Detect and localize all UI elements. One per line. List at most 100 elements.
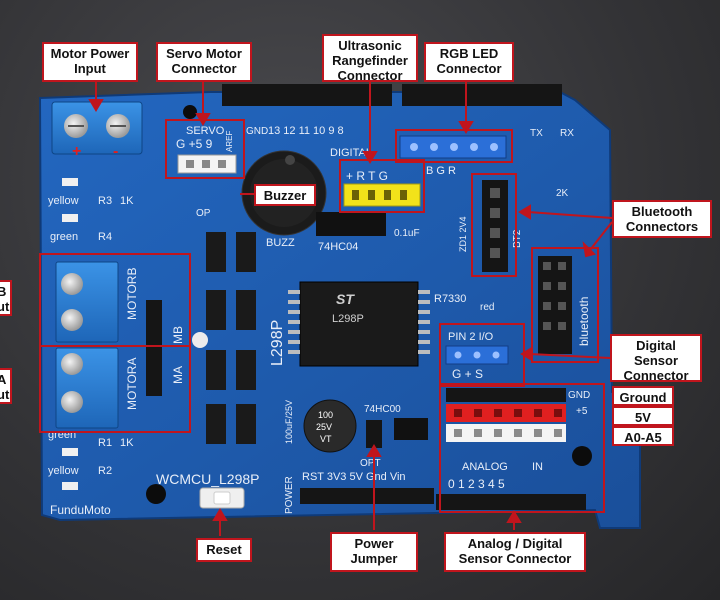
board-detail <box>531 247 599 363</box>
motor-a-label: MOTORA <box>125 358 139 410</box>
board-detail <box>454 409 462 417</box>
board-detail <box>490 143 498 151</box>
one-k-label: 1K <box>120 195 134 207</box>
opt-label: OPT <box>360 458 381 469</box>
led-green-bottom-label: green <box>48 429 76 441</box>
callout-reset: Reset <box>196 538 252 562</box>
analog-numbers: 0 1 2 3 4 5 <box>448 477 505 491</box>
rx-label: RX <box>560 128 574 139</box>
brand-label: FunduMoto <box>50 503 111 517</box>
mount-hole-top <box>183 105 197 119</box>
board-name: WCMCU_L298P <box>156 471 259 487</box>
board-detail <box>39 345 191 433</box>
board-detail <box>288 340 300 344</box>
board-detail <box>494 409 502 417</box>
board-detail <box>195 113 211 126</box>
callout-analog-digital-sensor-connector: Analog / Digital Sensor Connector <box>444 532 586 572</box>
board-detail <box>55 261 119 343</box>
board-detail <box>520 346 533 362</box>
board-detail <box>418 340 430 344</box>
board-detail <box>61 353 83 375</box>
r4-label: R4 <box>98 231 112 243</box>
board-detail <box>534 429 542 437</box>
board-detail <box>410 143 418 151</box>
callout-motor-b-input: B ut <box>0 280 12 316</box>
mb-label: MB <box>171 326 185 344</box>
board-detail <box>206 232 226 272</box>
board-detail <box>558 302 566 310</box>
board-detail <box>400 190 407 200</box>
board-detail <box>288 330 300 334</box>
analog-label: ANALOG <box>462 461 508 473</box>
board-detail <box>446 424 566 442</box>
gnd-pin-label: GND <box>568 390 590 401</box>
board-detail <box>490 248 500 258</box>
board-detail <box>439 383 605 513</box>
mount-hole-bottom <box>146 484 166 504</box>
board-detail <box>558 282 566 290</box>
buzz-label: BUZZ <box>266 237 295 249</box>
l298p-label: L298P <box>269 320 286 366</box>
bluetooth-label: bluetooth <box>577 297 591 346</box>
ic-74hc04-label: 74HC04 <box>318 241 358 253</box>
callout-motor-a-input: A ut <box>0 368 12 404</box>
board-detail <box>527 211 613 219</box>
power-header <box>300 488 434 504</box>
board-detail <box>288 290 430 354</box>
board-detail <box>492 351 500 359</box>
r7330-label: R7330 <box>434 293 466 305</box>
tx-label: TX <box>530 128 543 139</box>
cap-value-vt: VT <box>320 434 332 444</box>
board-detail <box>384 190 391 200</box>
callout-a0-a5: A0-A5 <box>612 426 674 446</box>
callout-motor-power-input: Motor Power Input <box>42 42 138 82</box>
board-detail <box>454 351 462 359</box>
mount-hole-center <box>192 332 208 348</box>
board-detail <box>395 129 513 163</box>
board-detail <box>518 204 531 220</box>
board-detail <box>430 143 438 151</box>
board-detail <box>582 241 596 258</box>
ultrasonic-pins-label: + R T G <box>346 169 388 183</box>
board-detail <box>454 429 462 437</box>
board-detail <box>61 273 83 295</box>
motor-b-terminal <box>55 261 119 343</box>
board-detail <box>450 143 458 151</box>
board-detail <box>506 510 522 523</box>
servo-label: SERVO <box>186 125 225 137</box>
board-detail <box>543 262 551 270</box>
ultrasonic-header: + R T G <box>343 169 421 207</box>
callout-rgb-led-connector: RGB LED Connector <box>424 42 514 82</box>
board-detail <box>514 429 522 437</box>
callout-5v: 5V <box>612 406 674 426</box>
digital-sensor-pins: G + S <box>452 367 483 381</box>
board-detail <box>288 350 300 354</box>
board-detail <box>543 282 551 290</box>
r2-label: R2 <box>98 465 112 477</box>
ic-74hc04 <box>316 212 386 236</box>
callout-ground: Ground <box>612 386 674 406</box>
servo-header: SERVO G +5 9 AREF <box>176 125 237 174</box>
power-pins-label: RST 3V3 5V Gnd Vin <box>302 471 406 483</box>
one-k-bottom-label: 1K <box>120 437 134 449</box>
board-detail <box>206 350 226 390</box>
board-detail <box>186 160 194 168</box>
board-detail <box>62 178 78 186</box>
board-detail <box>206 404 226 444</box>
diodes <box>206 232 256 444</box>
motor-b-label: MOTORB <box>125 268 139 320</box>
highlight-boxes <box>39 119 605 513</box>
board-detail <box>61 391 83 413</box>
board-detail <box>62 448 78 456</box>
board-detail <box>418 350 430 354</box>
st-logo: ST <box>336 291 355 307</box>
l298p-chip: ST L298P <box>288 281 430 367</box>
callout-power-jumper: Power Jumper <box>330 532 418 572</box>
board-detail <box>62 214 78 222</box>
board-detail <box>61 309 83 331</box>
board-detail <box>418 290 430 294</box>
board-detail <box>288 320 300 324</box>
digital-pin-numbers: 13 12 11 10 9 8 <box>268 125 344 137</box>
led-yellow-top-label: yellow <box>48 195 79 207</box>
